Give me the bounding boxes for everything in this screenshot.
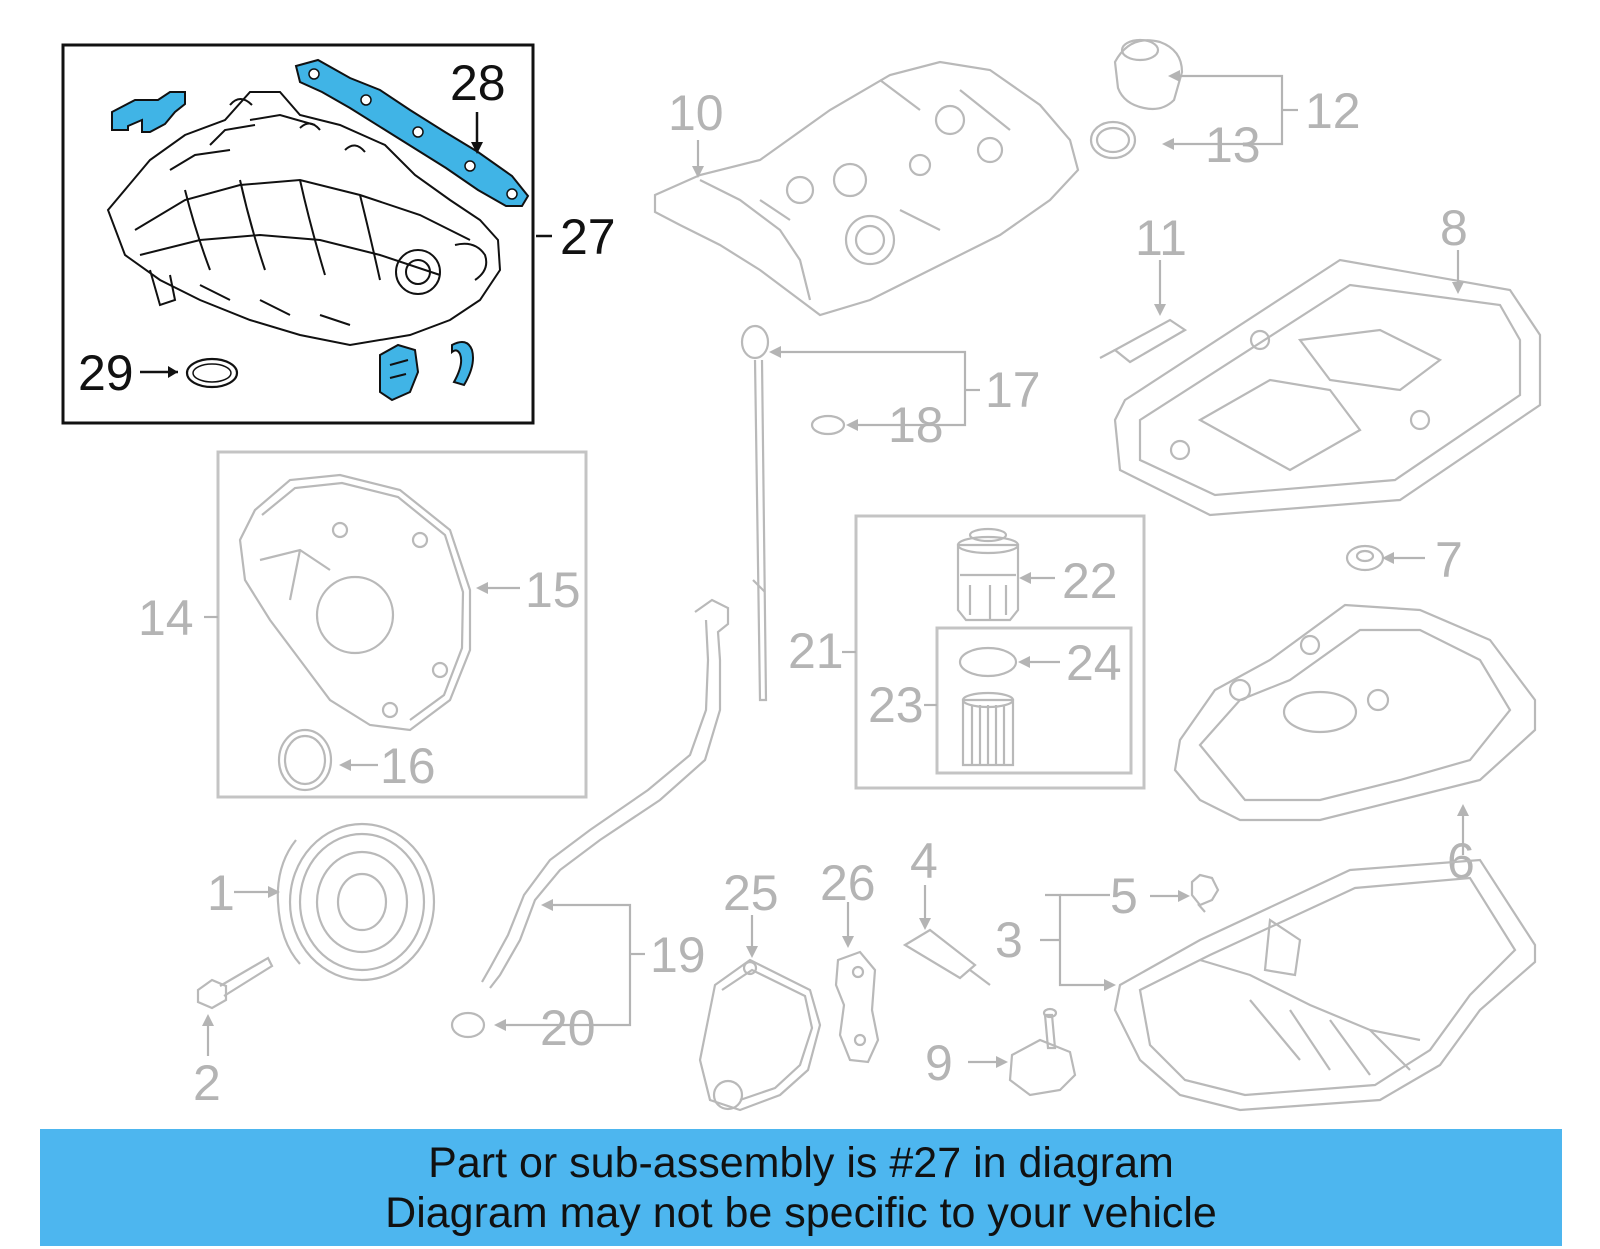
banner-line-1: Part or sub-assembly is #27 in diagram — [428, 1138, 1174, 1187]
callout-11: 11 — [1135, 210, 1187, 266]
callout-19: 19 — [650, 927, 706, 983]
callout-29: 29 — [78, 345, 134, 401]
callout-22: 22 — [1062, 553, 1118, 609]
callout-2: 2 — [193, 1055, 221, 1111]
drain-plug-5 — [1150, 873, 1220, 913]
bedplate-8 — [1113, 250, 1542, 517]
callout-28: 28 — [450, 55, 506, 111]
callout-14: 14 — [138, 590, 194, 646]
oil-cooler-25 — [698, 915, 822, 1112]
oil-sensor-9 — [968, 1007, 1077, 1097]
dipstick-17 — [740, 324, 980, 702]
bolt-2 — [196, 956, 274, 1056]
sensor-highlight — [379, 343, 420, 402]
callout-9: 9 — [925, 1035, 953, 1091]
hose-highlight — [451, 340, 474, 387]
intake-manifold-27[interactable] — [106, 91, 502, 347]
callout-10: 10 — [668, 85, 724, 141]
callout-17: 17 — [985, 362, 1041, 418]
sealant-4 — [902, 885, 991, 986]
gasket-28[interactable] — [294, 58, 530, 207]
sealant-11 — [1099, 260, 1188, 364]
oil-cap-12 — [1089, 38, 1298, 160]
dipstick-tube-19 — [450, 598, 730, 1039]
callout-3: 3 — [995, 912, 1023, 968]
callout-1: 1 — [207, 865, 235, 921]
box-14 — [216, 450, 588, 799]
pulley-1 — [234, 822, 436, 982]
callout-7: 7 — [1435, 532, 1463, 588]
timing-cover-15 — [204, 473, 520, 792]
callout-8: 8 — [1440, 200, 1468, 256]
callout-25: 25 — [723, 865, 779, 921]
callout-13: 13 — [1205, 117, 1261, 173]
baffle-6 — [1173, 603, 1537, 855]
bracket-highlight — [111, 91, 186, 133]
box-23 — [935, 626, 1133, 775]
callout-4: 4 — [910, 833, 938, 889]
o-ring-29[interactable] — [185, 357, 239, 389]
callout-27: 27 — [560, 209, 616, 265]
valve-cover-10 — [653, 60, 1080, 317]
gasket-26 — [834, 902, 880, 1064]
callout-5: 5 — [1110, 868, 1138, 924]
callout-21: 21 — [788, 623, 844, 679]
callout-18: 18 — [888, 397, 944, 453]
part-27-box[interactable] — [61, 43, 535, 425]
info-banner: Part or sub-assembly is #27 in diagram D… — [40, 1129, 1562, 1246]
filter-element-23 — [924, 691, 1015, 767]
callout-12: 12 — [1305, 83, 1361, 139]
callout-23: 23 — [868, 677, 924, 733]
callout-26: 26 — [820, 855, 876, 911]
oil-pan-3 — [1040, 858, 1537, 1112]
filter-o-ring-24 — [958, 646, 1060, 678]
filter-cap-22 — [956, 527, 1055, 622]
banner-line-2: Diagram may not be specific to your vehi… — [385, 1188, 1217, 1237]
callout-20: 20 — [540, 1000, 596, 1056]
callout-24: 24 — [1066, 635, 1122, 691]
callout-16: 16 — [380, 738, 436, 794]
callout-15: 15 — [525, 562, 581, 618]
seal-7 — [1345, 544, 1425, 572]
